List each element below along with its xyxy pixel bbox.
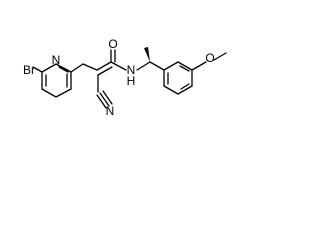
bond <box>110 61 127 71</box>
methoxy-oxygen-label: O <box>205 51 214 65</box>
amide-hydrogen-label: H <box>127 74 136 88</box>
phenyl-ring <box>163 61 193 95</box>
bond <box>41 88 57 98</box>
bond <box>177 61 193 71</box>
carbonyl-oxygen-label: O <box>108 37 117 51</box>
bond <box>55 63 72 73</box>
structure-canvas: Br N O N H O N <box>23 37 227 118</box>
pyridine-nitrogen-label: N <box>52 53 61 67</box>
bond <box>149 61 165 71</box>
bond <box>55 88 72 98</box>
pyridine-ring <box>41 63 72 98</box>
bromine-label: Br <box>23 63 35 77</box>
bond <box>180 83 190 90</box>
bond <box>213 52 227 61</box>
bond <box>191 61 207 71</box>
wedge-bond <box>144 47 150 62</box>
bond <box>82 63 98 71</box>
bond <box>163 61 179 71</box>
bond <box>163 85 179 95</box>
bond <box>97 66 113 76</box>
bond <box>99 92 110 107</box>
bond <box>58 66 69 73</box>
bond <box>179 65 190 72</box>
bond <box>96 94 107 109</box>
bond <box>41 63 57 73</box>
bond <box>177 85 193 95</box>
bond <box>102 90 113 105</box>
bond <box>136 61 151 71</box>
bond <box>32 66 43 73</box>
amide-nitrogen-label: N <box>127 63 136 77</box>
chemical-structure-diagram: Br N O N H O N <box>23 37 227 118</box>
nitrile-nitrogen-label: N <box>106 104 115 118</box>
bond <box>96 61 112 71</box>
bond <box>70 63 84 73</box>
